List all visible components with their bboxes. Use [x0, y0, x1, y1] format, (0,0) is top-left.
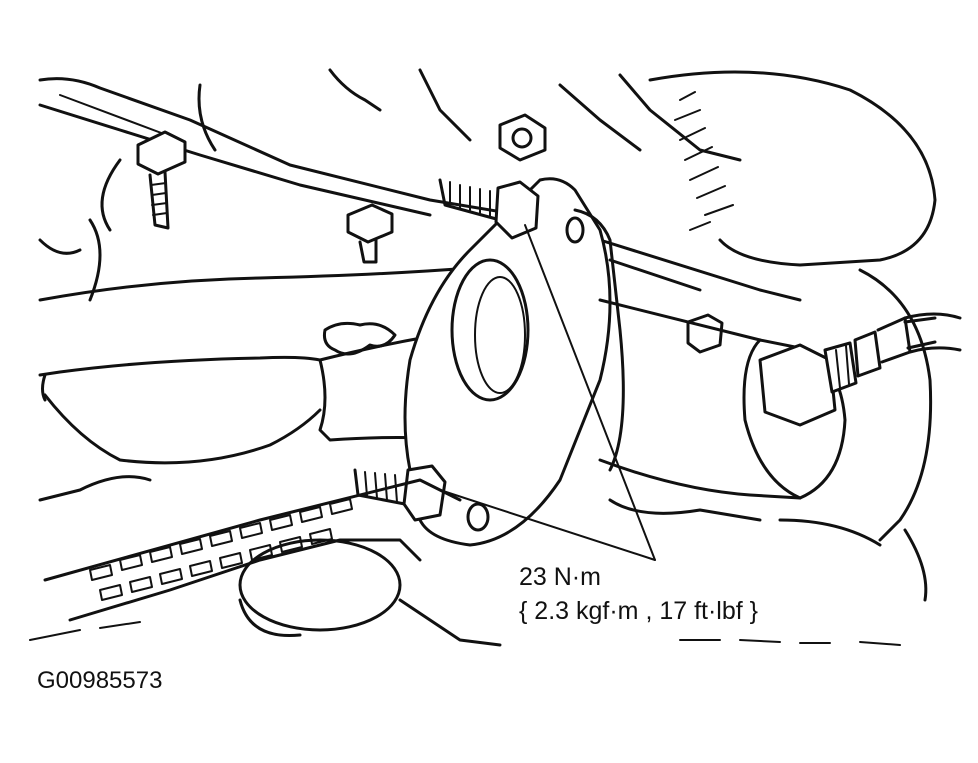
engine-block-outline: [38, 68, 742, 302]
lower-structure: [29, 475, 901, 646]
pan-bolt-left: [136, 130, 187, 230]
upper-bracket-bolt: [498, 113, 547, 162]
pan-bolt-center: [346, 203, 394, 264]
right-housing: [598, 238, 933, 602]
flange-nut-upper: [438, 178, 540, 240]
oxygen-sensor: [758, 312, 962, 427]
torque-leader-lines: [439, 224, 656, 561]
torque-value-label: 23 N·m: [519, 563, 601, 591]
exhaust-flange: [403, 177, 625, 547]
stud-right: [686, 313, 724, 354]
pulley-wheel: [648, 70, 937, 267]
figure-id-code: G00985573: [37, 667, 163, 694]
flange-nut-lower: [353, 464, 447, 522]
torque-alternate-units-label: { 2.3 kgf·m , 17 ft·lbf }: [519, 597, 759, 625]
skid-plate: [43, 478, 502, 647]
